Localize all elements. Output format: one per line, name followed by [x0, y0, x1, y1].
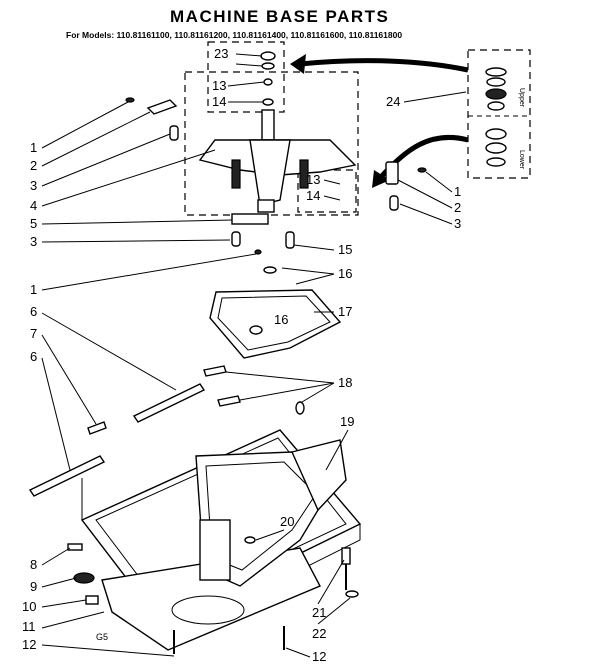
- callout-5: 5: [30, 216, 37, 231]
- callout-6: 6: [30, 304, 37, 319]
- callout-22: 22: [312, 626, 326, 641]
- callout-13: 13: [212, 78, 226, 93]
- callout-3: 3: [454, 216, 461, 231]
- callout-1: 1: [454, 184, 461, 199]
- kit-upper-label: Upper: [518, 88, 525, 108]
- diagram-title: MACHINE BASE PARTS: [170, 7, 389, 26]
- callout-18: 18: [338, 375, 352, 390]
- bracket-clips-18: [203, 365, 305, 415]
- callout-7: 7: [30, 326, 37, 341]
- callout-17: 17: [338, 304, 352, 319]
- callout-21: 21: [312, 605, 326, 620]
- lower-kit-parts: [485, 128, 507, 167]
- leader-lines: [41, 53, 467, 658]
- machine-base-frame: [67, 429, 362, 654]
- callout-2: 2: [454, 200, 461, 215]
- callout-3: 3: [30, 178, 37, 193]
- callout-16: 16: [274, 312, 288, 327]
- kit-lower-label: Lower: [518, 150, 525, 170]
- callout-19: 19: [340, 414, 354, 429]
- drive-block-assembly: [198, 51, 357, 213]
- callouts: 1 2 3 4 5 3 1 6 7 6 8 9 10 11 12 G5 12 2…: [22, 46, 461, 664]
- callout-13: 13: [306, 172, 320, 187]
- callout-14: 14: [212, 94, 226, 109]
- side-rails: [28, 383, 206, 497]
- callout-20: 20: [280, 514, 294, 529]
- callout-12: 12: [312, 649, 326, 664]
- callout-8: 8: [30, 557, 37, 572]
- callout-1: 1: [30, 140, 37, 155]
- callout-15: 15: [338, 242, 352, 257]
- callout-23: 23: [214, 46, 228, 61]
- kit-24-box: Upper Lower: [467, 49, 531, 179]
- callout-3: 3: [30, 234, 37, 249]
- callout-10: 10: [22, 599, 36, 614]
- callout-14: 14: [306, 188, 320, 203]
- callout-16: 16: [338, 266, 352, 281]
- callout-24: 24: [386, 94, 400, 109]
- callout-9: 9: [30, 579, 37, 594]
- footnote-code: G5: [96, 632, 108, 642]
- callout-12: 12: [22, 637, 36, 652]
- callout-2: 2: [30, 158, 37, 173]
- upper-left-small-parts: [125, 97, 295, 255]
- callout-11: 11: [22, 619, 36, 634]
- model-numbers: For Models: 110.81161100, 110.81161200, …: [66, 30, 402, 40]
- upper-kit-parts: [485, 67, 507, 111]
- upper-right-small-parts: [385, 161, 427, 211]
- callout-6: 6: [30, 349, 37, 364]
- callout-4: 4: [30, 198, 37, 213]
- callout-1: 1: [30, 282, 37, 297]
- bracket-plate-17: [209, 266, 342, 359]
